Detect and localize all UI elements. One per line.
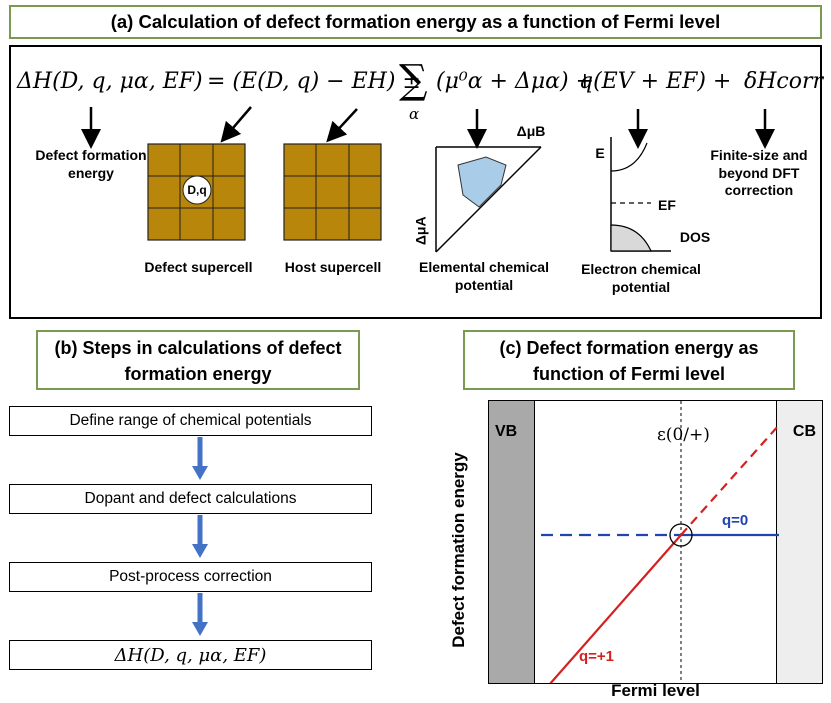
panel-c-title-bar: (c) Defect formation energy as function … (463, 330, 795, 390)
q1-series-label: q=+1 (579, 648, 615, 665)
defect-site-label: D,q (187, 183, 207, 197)
q1-line-solid (549, 534, 682, 683)
step-dopant-defect: Dopant and defect calculations (9, 484, 372, 514)
triangle-axis-a: ΔμA (412, 216, 429, 246)
transition-label: ε(0/+) (657, 425, 710, 445)
sum-symbol: ∑ (399, 57, 428, 103)
arrow-defect-supercell (220, 106, 252, 143)
equation-term1: = (E(D, q) − EH) ± (207, 69, 421, 94)
panel-b-title-bar: (b) Steps in calculations of defect form… (36, 330, 360, 390)
label-elemental-potential: Elemental chemical potential (419, 259, 549, 293)
panel-c-title: (c) Defect formation energy as function … (499, 338, 759, 384)
label-defect-energy: Defect formation energy (35, 147, 147, 181)
panel-a-diagrams (81, 106, 775, 253)
label-defect-supercell: Defect supercell (144, 259, 253, 275)
y-axis-label: Defect formation energy (449, 452, 468, 648)
step-final-result: ΔH(D, q, μα, EF) (9, 640, 372, 670)
defect-supercell-grid (147, 143, 246, 241)
equation-term3: q(EV + EF) + (579, 69, 732, 94)
triangle-axis-b: ΔμB (516, 123, 546, 139)
equation-lhs: ΔH(D, q, μα, EF) (17, 69, 203, 94)
equation-term4: δHcorr (744, 69, 824, 94)
x-axis-label: Fermi level (611, 681, 700, 700)
step-post-process: Post-process correction (9, 562, 372, 592)
transition-point-marker (669, 523, 693, 547)
label-correction: Finite-size and beyond DFT correction (710, 147, 808, 198)
dos-fermi-label: EF (658, 197, 676, 213)
q1-line-dashed (680, 424, 780, 536)
arrow-host-supercell (326, 108, 358, 143)
vb-label: VB (495, 423, 518, 440)
panel-b-title: (b) Steps in calculations of defect form… (54, 338, 342, 384)
label-host-supercell: Host supercell (284, 259, 382, 275)
conduction-band-region (776, 401, 822, 683)
q0-series-label: q=0 (722, 512, 749, 529)
panel-a: ΔH(D, q, μα, EF) = (E(D, q) − EH) ± ∑ α … (9, 45, 824, 319)
energy-lines (541, 401, 780, 683)
host-supercell-grid (283, 143, 382, 241)
valence-band-region (489, 401, 535, 683)
chemical-potential-triangle (435, 146, 542, 253)
sum-index: α (409, 105, 420, 123)
plot-frame: VB CB ε(0/+) q=0 q=+1 (488, 400, 823, 684)
panel-a-title-bar: (a) Calculation of defect formation ener… (9, 5, 822, 39)
label-electron-potential: Electron chemical potential (581, 261, 701, 295)
equation-term2: (μ⁰α + Δμα) + (436, 69, 595, 94)
dos-axis-x: DOS (679, 229, 711, 245)
panel-a-title: (a) Calculation of defect formation ener… (110, 11, 721, 32)
step-define-range: Define range of chemical potentials (9, 406, 372, 436)
cb-label: CB (792, 423, 816, 440)
dos-plot (610, 137, 671, 252)
dos-axis-y: E (595, 145, 605, 161)
